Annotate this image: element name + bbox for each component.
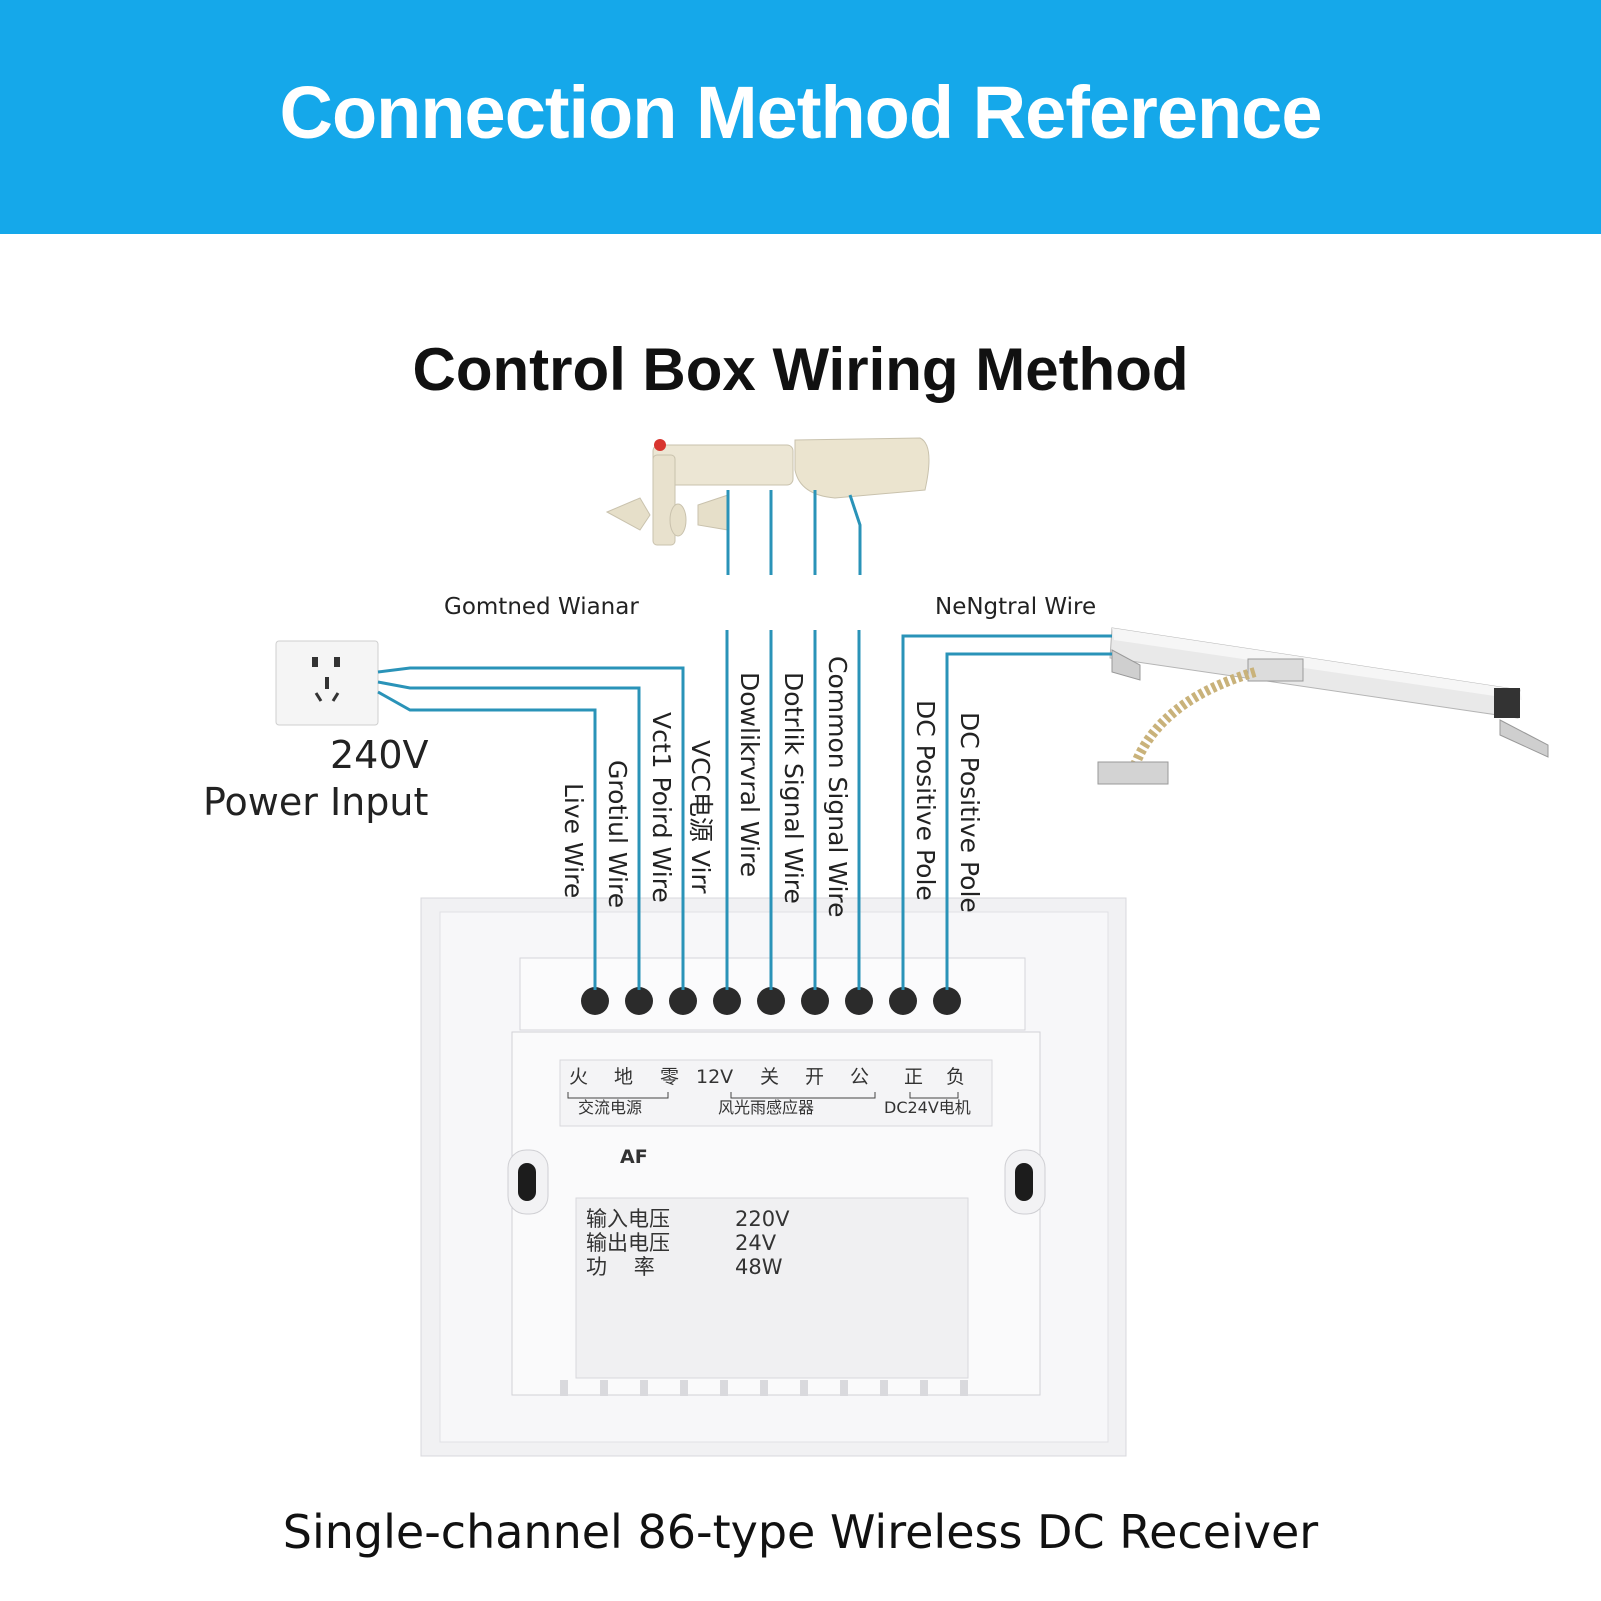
window-actuator-illustration [1097, 627, 1549, 785]
terminal-group-label: 风光雨感应器 [718, 1098, 814, 1117]
wire-dc-positive [901, 634, 1112, 990]
terminal-label: 开 [805, 1066, 824, 1088]
spec-label: 输入电压 [586, 1207, 670, 1231]
wire-dc-negative [945, 652, 1112, 990]
wire-common [848, 494, 862, 990]
power-input-label: Power Input [203, 780, 429, 824]
spec-label: 输出电压 [586, 1231, 670, 1255]
spec-value: 48W [735, 1255, 783, 1279]
wire-label-down: Dowlikrvral Wire [735, 672, 764, 878]
terminal-label: 关 [760, 1066, 779, 1088]
wire-down-signal [725, 490, 730, 990]
control-box: 火 地 零 12V 关 开 公 正 负 交流电源 风光雨感应器 DC24V电机 … [420, 897, 1127, 1457]
wire-label-vcc: VCC电源 Virr [686, 740, 715, 894]
wire-label-neutral: Vct1 Poird Wire [647, 712, 676, 903]
terminal-screws [581, 987, 961, 1015]
wire-label-dc-pole: DC Positive Pole [955, 712, 984, 913]
terminal-label: 12V [696, 1066, 733, 1088]
wire-vcc [377, 666, 685, 990]
wire-label-dc-positive: DC Positive Pole [911, 700, 940, 901]
terminal-group-label: DC24V电机 [884, 1098, 971, 1117]
header-banner: Connection Method Reference [0, 0, 1601, 234]
terminal-label: 地 [614, 1066, 633, 1088]
model-mark: AF [620, 1146, 648, 1168]
wire-label-live: Live Wire [559, 783, 588, 899]
spec-label: 功 率 [586, 1255, 655, 1279]
wire-label-common: Common Signal Wire [823, 656, 852, 918]
right-group-label: NeNgtral Wire [935, 594, 1097, 620]
terminal-group-label: 交流电源 [578, 1098, 642, 1117]
terminal-label: 公 [850, 1066, 869, 1088]
wire-label-up: Dotrlik Signal Wire [779, 672, 808, 904]
wire-ground [377, 680, 641, 990]
terminal-label: 负 [946, 1066, 965, 1088]
rain-sensor-illustration [605, 437, 930, 546]
terminal-label: 零 [660, 1066, 679, 1088]
spec-value: 24V [735, 1231, 777, 1255]
wires [377, 490, 1112, 990]
caption: Single-channel 86-type Wireless DC Recei… [282, 1505, 1319, 1559]
section-title: Control Box Wiring Method [412, 336, 1189, 403]
wire-live [377, 690, 597, 990]
power-voltage: 240V [330, 733, 429, 777]
header-title: Connection Method Reference [279, 71, 1323, 154]
wire-label-ground: Grotiul Wire [603, 760, 632, 909]
spec-value: 220V [735, 1207, 790, 1231]
terminal-label: 火 [569, 1066, 588, 1088]
terminal-label: 正 [904, 1066, 923, 1088]
left-group-label: Gomtned Wianar [444, 594, 639, 620]
power-socket-illustration [275, 640, 379, 726]
